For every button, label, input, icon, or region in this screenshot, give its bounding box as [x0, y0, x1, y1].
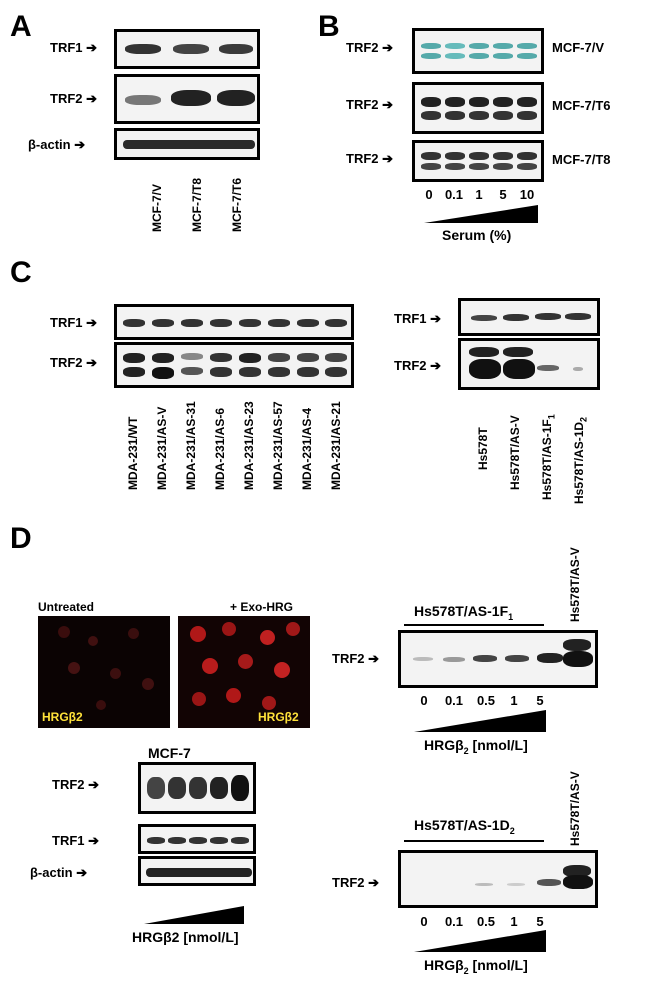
- lane-label: MDA-231/AS-6: [213, 407, 227, 490]
- blot-c-left-trf2: [114, 342, 354, 388]
- axis-label: HRGβ2 [nmol/L]: [424, 957, 528, 976]
- tick-label: 5: [536, 693, 544, 708]
- blot-d-mcf7-trf2: [138, 762, 256, 814]
- concentration-ramp: [414, 710, 546, 732]
- row-label-trf1: TRF1 ➔: [50, 315, 98, 330]
- panel-label-a: A: [10, 10, 32, 43]
- lane-label: MDA-231/AS-V: [155, 406, 169, 490]
- tick-label: 0.1: [444, 693, 464, 708]
- row-label-trf2: TRF2 ➔: [332, 651, 380, 666]
- row-label-trf1: TRF1 ➔: [52, 833, 100, 848]
- row-label-trf2: TRF2 ➔: [332, 875, 380, 890]
- blot-a-actin: [114, 128, 260, 160]
- group-bar: [404, 840, 544, 842]
- lane-label: MDA-231/WT: [126, 416, 140, 490]
- lane-label: Hs578T/AS-1D2: [572, 416, 589, 504]
- concentration-ramp: [144, 906, 244, 924]
- axis-label: Serum (%): [442, 227, 512, 243]
- lane-label: MCF-7/T8: [190, 178, 204, 232]
- blot-b-mcf7-t8: [412, 140, 544, 182]
- row-label-beta-actin: β-actin ➔: [28, 137, 86, 152]
- cell-line-label: MCF-7/V: [552, 40, 604, 55]
- blot-c-right-trf2: [458, 338, 600, 390]
- tick-label: 0.5: [476, 693, 496, 708]
- tick-label: 0: [420, 914, 428, 929]
- blot-c-left-trf1: [114, 304, 354, 340]
- tick-label: 0: [425, 187, 433, 202]
- lane-label: MDA-231/AS-23: [242, 401, 256, 490]
- tick-label: 0.5: [476, 914, 496, 929]
- tick-label: 1: [475, 187, 483, 202]
- tick-label: 10: [519, 187, 535, 202]
- axis-label: HRGβ2 [nmol/L]: [424, 737, 528, 756]
- lane-label: Hs578T/AS-V: [568, 771, 582, 846]
- tick-label: 0: [420, 693, 428, 708]
- micrograph-untreated: HRGβ2: [38, 616, 170, 728]
- stain-label: HRGβ2: [258, 710, 299, 724]
- cell-line-label: MCF-7/T8: [552, 152, 611, 167]
- blot-b-mcf7-v: [412, 28, 544, 74]
- blot-b-mcf7-t6: [412, 82, 544, 134]
- lane-label: Hs578T/AS-V: [508, 415, 522, 490]
- row-label-trf1: TRF1 ➔: [394, 311, 442, 326]
- row-label-trf2: TRF2 ➔: [52, 777, 100, 792]
- row-label-trf1: TRF1 ➔: [50, 40, 98, 55]
- tick-label: 5: [499, 187, 507, 202]
- micrograph-treated: HRGβ2: [178, 616, 310, 728]
- tick-label: 5: [536, 914, 544, 929]
- lane-label: MDA-231/AS-31: [184, 401, 198, 490]
- lane-label: MDA-231/AS-21: [329, 401, 343, 490]
- lane-label: MDA-231/AS-57: [271, 401, 285, 490]
- tick-label: 1: [510, 693, 518, 708]
- blot-d-as1f1: [398, 630, 598, 688]
- lane-label: MCF-7/T6: [230, 178, 244, 232]
- blot-title: Hs578T/AS-1D2: [414, 817, 515, 836]
- blot-d-mcf7-trf1: [138, 824, 256, 854]
- panel-label-d: D: [10, 522, 32, 555]
- panel-label-b: B: [318, 10, 340, 43]
- mcf7-title: MCF-7: [148, 745, 191, 761]
- blot-a-trf1: [114, 29, 260, 69]
- lane-label: Hs578T: [476, 427, 490, 470]
- tick-label: 0.1: [444, 187, 464, 202]
- lane-label: MCF-7/V: [150, 184, 164, 232]
- blot-d-mcf7-actin: [138, 856, 256, 886]
- concentration-ramp: [424, 205, 538, 223]
- row-label-trf2: TRF2 ➔: [50, 355, 98, 370]
- micrograph-title-untreated: Untreated: [38, 600, 95, 614]
- group-bar: [404, 624, 544, 626]
- row-label-beta-actin: β-actin ➔: [30, 865, 88, 880]
- tick-label: 1: [510, 914, 518, 929]
- axis-label: HRGβ2 [nmol/L]: [132, 929, 239, 945]
- blot-title: Hs578T/AS-1F1: [414, 603, 514, 622]
- row-label-trf2: TRF2 ➔: [346, 151, 394, 166]
- panel-label-c: C: [10, 256, 32, 289]
- stain-label: HRGβ2: [42, 710, 83, 724]
- lane-label: Hs578T/AS-1F1: [540, 414, 557, 500]
- row-label-trf2: TRF2 ➔: [394, 358, 442, 373]
- concentration-ramp: [414, 930, 546, 952]
- row-label-trf2: TRF2 ➔: [346, 97, 394, 112]
- blot-d-as1d2: [398, 850, 598, 908]
- cell-line-label: MCF-7/T6: [552, 98, 611, 113]
- row-label-trf2: TRF2 ➔: [346, 40, 394, 55]
- lane-label: MDA-231/AS-4: [300, 407, 314, 490]
- micrograph-title-treated: + Exo-HRG: [230, 600, 294, 614]
- blot-a-trf2: [114, 74, 260, 124]
- blot-c-right-trf1: [458, 298, 600, 336]
- tick-label: 0.1: [444, 914, 464, 929]
- lane-label: Hs578T/AS-V: [568, 547, 582, 622]
- row-label-trf2: TRF2 ➔: [50, 91, 98, 106]
